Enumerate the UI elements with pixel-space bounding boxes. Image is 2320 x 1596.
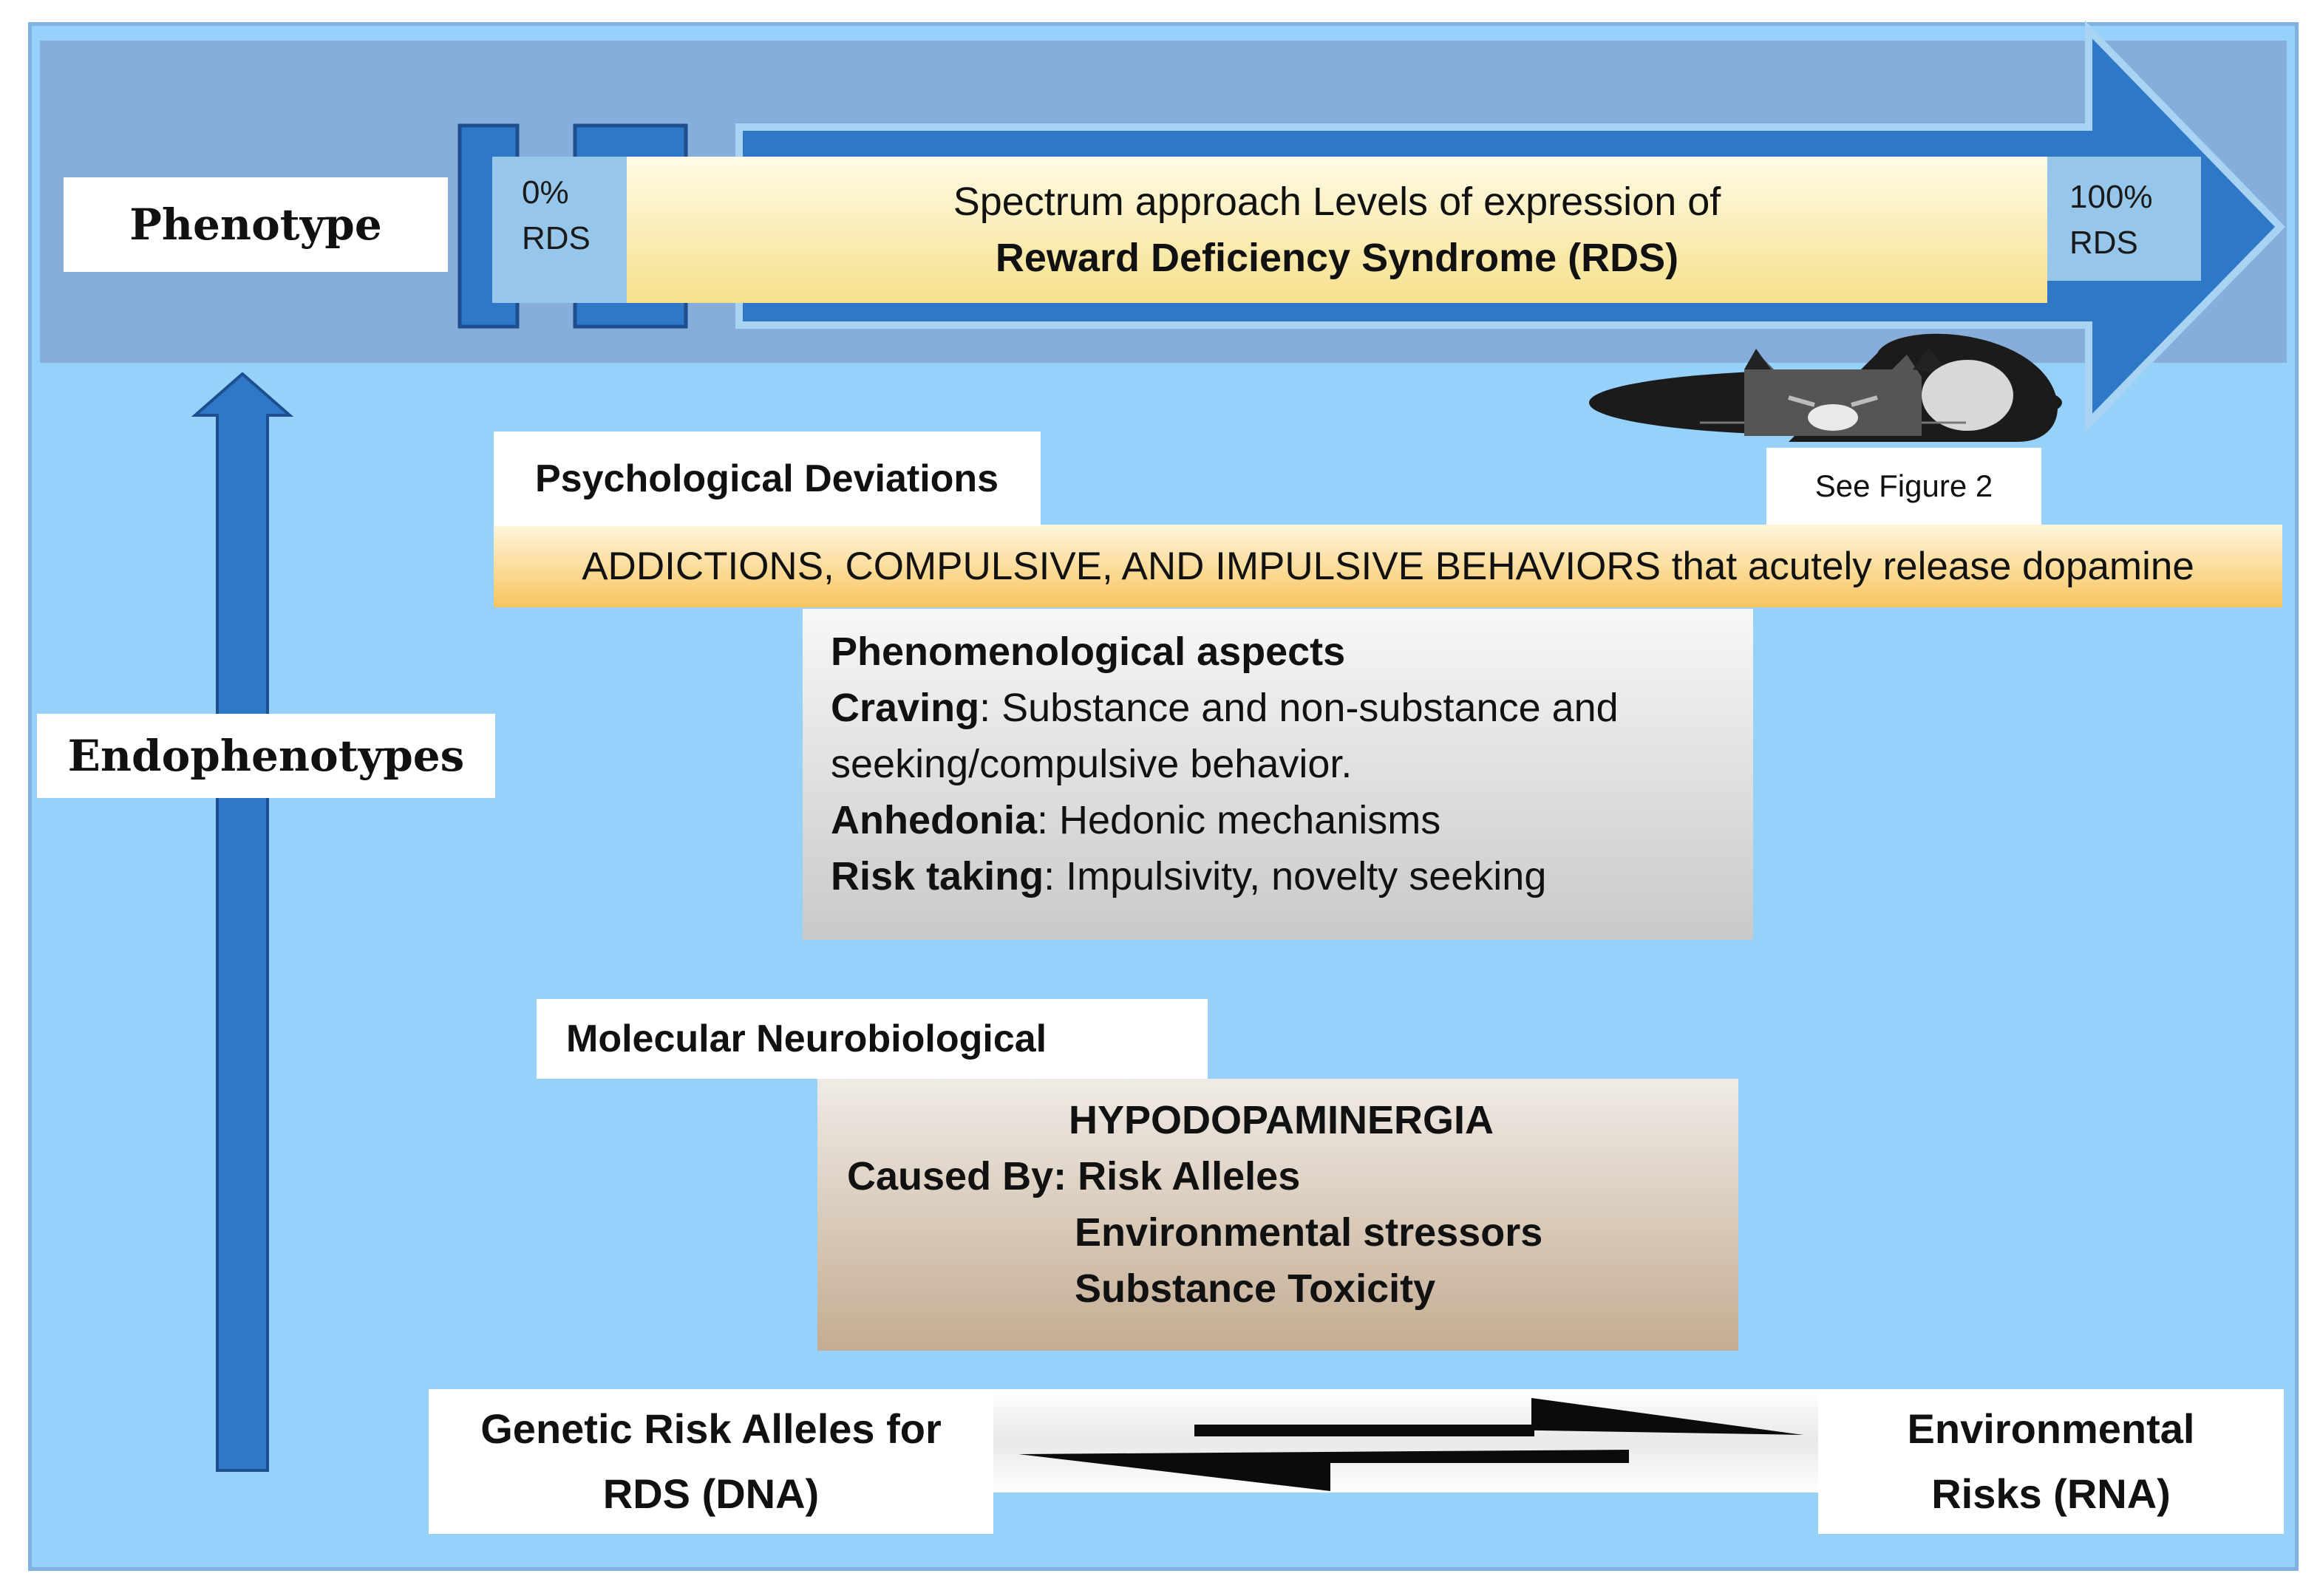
psychological-deviations-label: Psychological Deviations [494, 432, 1041, 526]
molecular-box [817, 1079, 1738, 1351]
end-percent: 100% [2069, 179, 2153, 215]
endophenotypes-label-text: Endophenotypes [67, 731, 465, 781]
risk-taking-line: Risk taking: Impulsivity, novelty seekin… [831, 848, 1747, 904]
spectrum-line-2: Reward Deficiency Syndrome (RDS) [995, 236, 1679, 280]
cat-illustration [1589, 333, 2062, 442]
environmental-line-2: Risks (RNA) [1931, 1470, 2171, 1517]
environmental-stressors-line: Environmental stressors [1075, 1210, 1543, 1255]
spectrum-box [627, 157, 2047, 303]
molecular-label: Molecular Neurobiological [537, 999, 1208, 1079]
endophenotypes-label: Endophenotypes [37, 714, 495, 798]
start-percent: 0% [522, 174, 569, 211]
risk-taking-term: Risk taking [831, 854, 1044, 898]
addictions-text: ADDICTIONS, COMPULSIVE, AND IMPULSIVE BE… [582, 544, 2194, 588]
phenomenological-text: Phenomenological aspects Craving: Substa… [831, 624, 1747, 904]
phenomenological-heading: Phenomenological aspects [831, 630, 1346, 674]
hypodopaminergia-heading: HYPODOPAMINERGIA [1069, 1098, 1494, 1142]
environmental-risk-box: Environmental Risks (RNA) [1818, 1389, 2284, 1534]
phenotype-label-text: Phenotype [129, 200, 382, 250]
spectrum-line-1: Spectrum approach Levels of expression o… [953, 180, 1721, 224]
reverse-harpoon [1018, 1450, 1629, 1491]
see-figure-text: See Figure 2 [1814, 468, 1993, 503]
start-label: 0% RDS [522, 170, 633, 262]
substance-toxicity-line: Substance Toxicity [1075, 1266, 1436, 1311]
vertical-arrow [191, 372, 294, 1472]
craving-line: Craving: Substance and non-substance and [831, 680, 1747, 736]
environmental-line-1: Environmental [1907, 1405, 2195, 1452]
see-figure-label: See Figure 2 [1766, 448, 2041, 525]
anhedonia-term: Anhedonia [831, 798, 1037, 842]
start-cap [492, 157, 633, 303]
risk-taking-text: : Impulsivity, novelty seeking [1044, 854, 1547, 898]
psychological-deviations-text: Psychological Deviations [535, 457, 999, 500]
end-label: 100% RDS [2069, 174, 2195, 266]
end-unit: RDS [2069, 225, 2138, 261]
addictions-banner-text: ADDICTIONS, COMPULSIVE, AND IMPULSIVE BE… [494, 525, 2282, 607]
craving-text: : Substance and non-substance and [979, 686, 1619, 730]
craving-text-2: seeking/compulsive behavior. [831, 742, 1353, 786]
caused-by-line: Caused By: Risk Alleles [847, 1154, 1301, 1198]
anhedonia-line: Anhedonia: Hedonic mechanisms [831, 792, 1747, 848]
phenomenological-box [803, 609, 1753, 940]
end-cap [2043, 157, 2201, 281]
spectrum-text: Spectrum approach Levels of expression o… [627, 157, 2047, 303]
addictions-banner [494, 525, 2282, 607]
craving-term: Craving [831, 686, 980, 730]
equilibrium-band [993, 1389, 1818, 1493]
anhedonia-text: : Hedonic mechanisms [1037, 798, 1441, 842]
molecular-label-text: Molecular Neurobiological [566, 1017, 1047, 1060]
genetic-line-1: Genetic Risk Alleles for [480, 1405, 942, 1452]
phenotype-label: Phenotype [64, 177, 448, 272]
genetic-risk-box: Genetic Risk Alleles for RDS (DNA) [429, 1389, 993, 1534]
genetic-line-2: RDS (DNA) [602, 1470, 820, 1517]
start-unit: RDS [522, 220, 591, 256]
molecular-text: HYPODOPAMINERGIA Caused By: Risk Alleles… [817, 1092, 1738, 1317]
